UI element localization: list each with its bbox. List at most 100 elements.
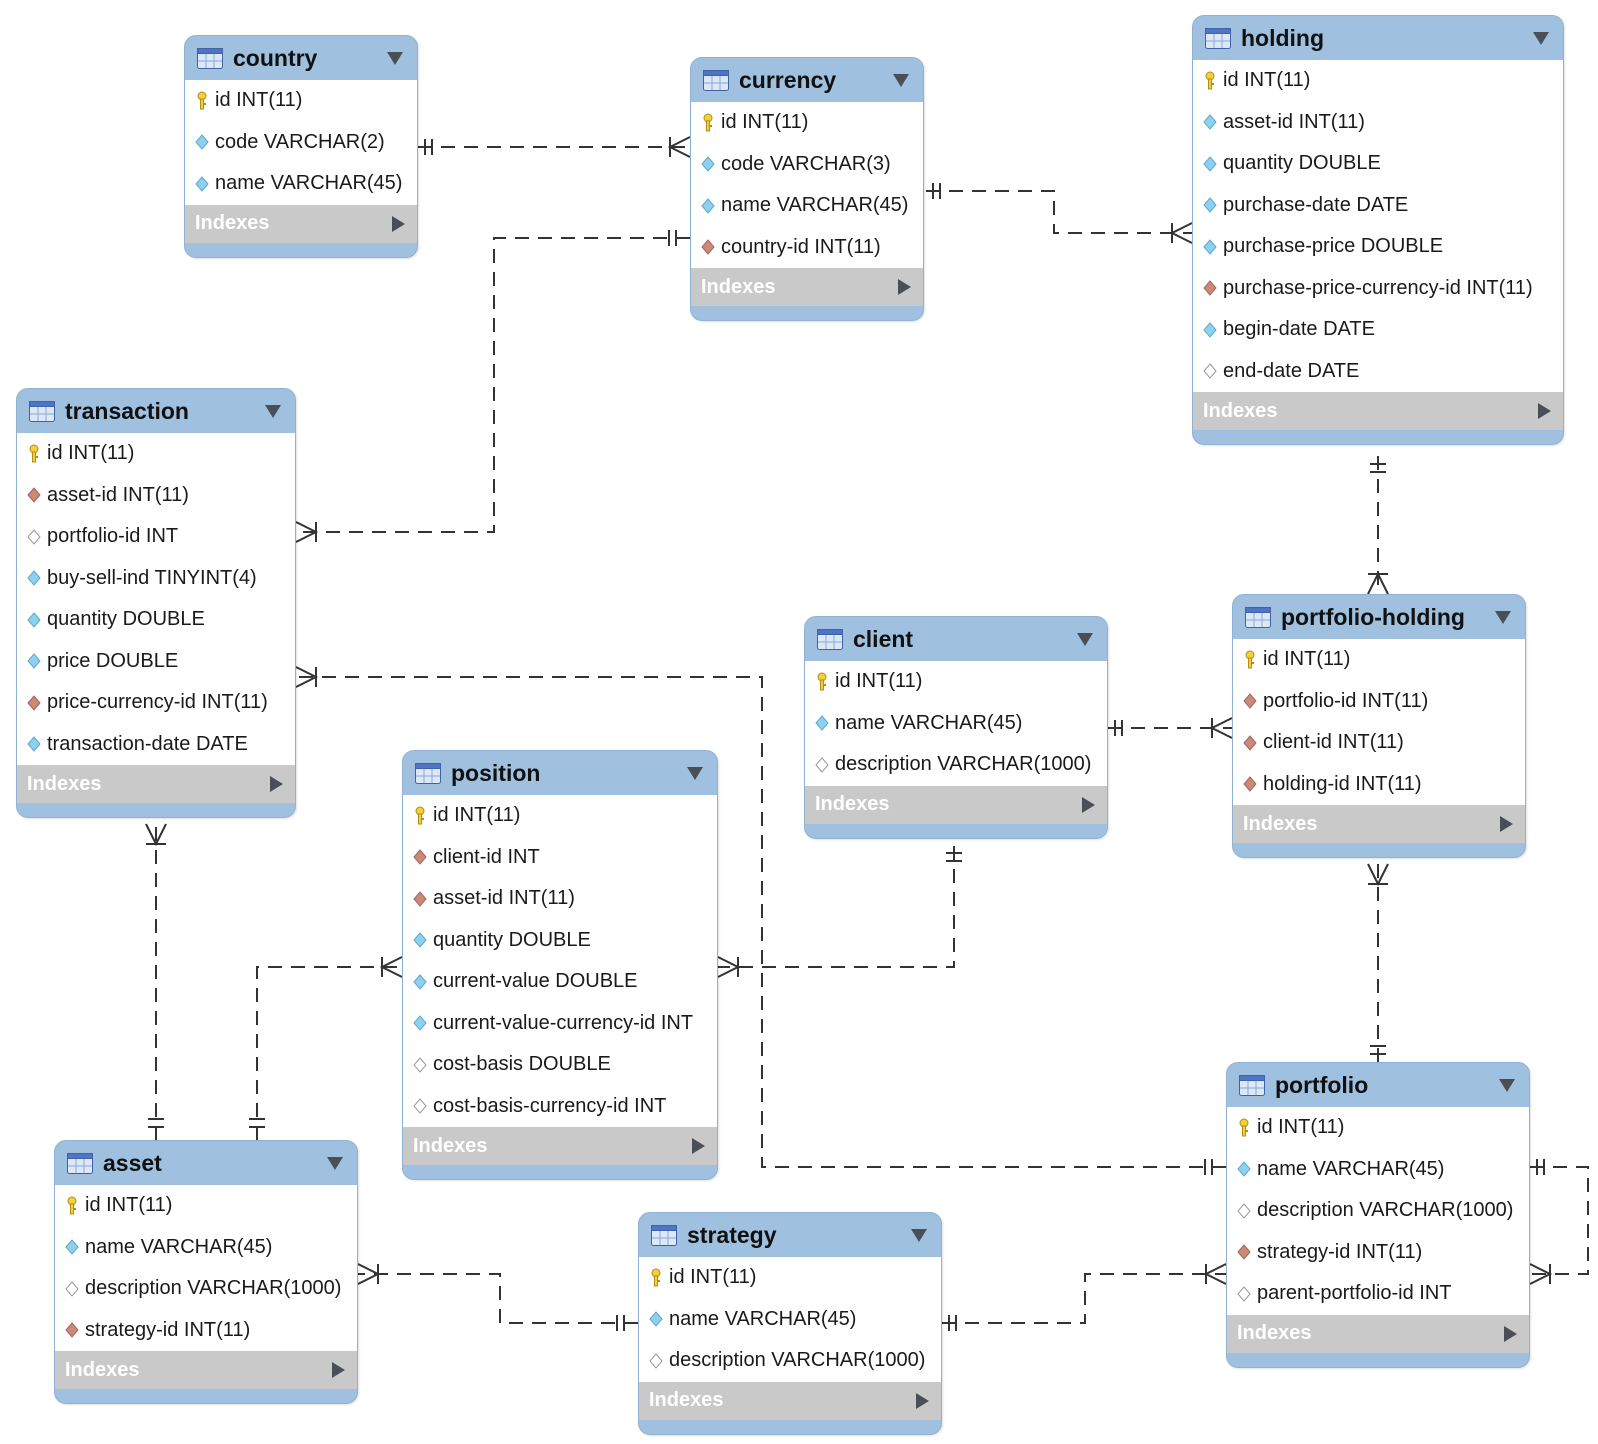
entity-header[interactable]: position (403, 751, 717, 795)
entity-header[interactable]: client (805, 617, 1107, 661)
column-row[interactable]: description VARCHAR(1000) (55, 1268, 357, 1310)
indexes-bar[interactable]: Indexes (639, 1381, 941, 1420)
column-row[interactable]: name VARCHAR(45) (1227, 1149, 1529, 1191)
expand-arrow-icon[interactable] (332, 1362, 345, 1378)
column-row[interactable]: portfolio-id INT(11) (1233, 681, 1525, 723)
entity-header[interactable]: portfolio-holding (1233, 595, 1525, 639)
expand-arrow-icon[interactable] (692, 1138, 705, 1154)
column-row[interactable]: current-value DOUBLE (403, 961, 717, 1003)
column-row[interactable]: country-id INT(11) (691, 227, 923, 269)
entity-header[interactable]: portfolio (1227, 1063, 1529, 1107)
column-row[interactable]: asset-id INT(11) (1193, 102, 1563, 144)
column-row[interactable]: current-value-currency-id INT (403, 1003, 717, 1045)
column-row[interactable]: id INT(11) (55, 1185, 357, 1227)
indexes-bar[interactable]: Indexes (185, 204, 417, 243)
column-row[interactable]: id INT(11) (1233, 639, 1525, 681)
column-row[interactable]: cost-basis DOUBLE (403, 1044, 717, 1086)
column-row[interactable]: begin-date DATE (1193, 309, 1563, 351)
indexes-bar[interactable]: Indexes (1193, 392, 1563, 430)
column-row[interactable]: description VARCHAR(1000) (805, 744, 1107, 786)
column-row[interactable]: id INT(11) (691, 102, 923, 144)
expand-arrow-icon[interactable] (1538, 403, 1551, 419)
column-row[interactable]: buy-sell-ind TINYINT(4) (17, 558, 295, 600)
column-row[interactable]: code VARCHAR(2) (185, 122, 417, 164)
collapse-arrow-icon[interactable] (687, 766, 703, 780)
column-row[interactable]: id INT(11) (639, 1257, 941, 1299)
collapse-arrow-icon[interactable] (1499, 1078, 1515, 1092)
column-row[interactable]: name VARCHAR(45) (691, 185, 923, 227)
column-row[interactable]: name VARCHAR(45) (639, 1299, 941, 1341)
column-row[interactable]: cost-basis-currency-id INT (403, 1086, 717, 1128)
column-row[interactable]: purchase-price DOUBLE (1193, 226, 1563, 268)
column-row[interactable]: strategy-id INT(11) (55, 1310, 357, 1352)
entity-header[interactable]: strategy (639, 1213, 941, 1257)
indexes-bar[interactable]: Indexes (17, 765, 295, 803)
expand-arrow-icon[interactable] (898, 279, 911, 295)
expand-arrow-icon[interactable] (1500, 816, 1513, 832)
column-row[interactable]: id INT(11) (1193, 60, 1563, 102)
column-row[interactable]: end-date DATE (1193, 351, 1563, 393)
column-row[interactable]: quantity DOUBLE (403, 920, 717, 962)
indexes-bar[interactable]: Indexes (55, 1351, 357, 1389)
expand-arrow-icon[interactable] (1082, 796, 1095, 813)
indexes-bar[interactable]: Indexes (805, 785, 1107, 824)
column-row[interactable]: transaction-date DATE (17, 724, 295, 766)
column-row[interactable]: id INT(11) (403, 795, 717, 837)
column-row[interactable]: description VARCHAR(1000) (1227, 1190, 1529, 1232)
entity-header[interactable]: transaction (17, 389, 295, 433)
column-row[interactable]: asset-id INT(11) (403, 878, 717, 920)
column-row[interactable]: description VARCHAR(1000) (639, 1340, 941, 1382)
column-row[interactable]: id INT(11) (1227, 1107, 1529, 1149)
column-row[interactable]: strategy-id INT(11) (1227, 1232, 1529, 1274)
column-row[interactable]: purchase-price-currency-id INT(11) (1193, 268, 1563, 310)
column-row[interactable]: price DOUBLE (17, 641, 295, 683)
entity-header[interactable]: holding (1193, 16, 1563, 60)
column-row[interactable]: parent-portfolio-id INT (1227, 1273, 1529, 1315)
entity-header[interactable]: asset (55, 1141, 357, 1185)
column-row[interactable]: name VARCHAR(45) (805, 703, 1107, 745)
column-row[interactable]: name VARCHAR(45) (55, 1227, 357, 1269)
collapse-arrow-icon[interactable] (1077, 632, 1093, 646)
expand-arrow-icon[interactable] (916, 1392, 929, 1409)
column-row[interactable]: client-id INT(11) (1233, 722, 1525, 764)
expand-arrow-icon[interactable] (270, 776, 283, 792)
entity-header[interactable]: country (185, 36, 417, 80)
expand-arrow-icon[interactable] (1504, 1325, 1517, 1342)
indexes-bar[interactable]: Indexes (403, 1127, 717, 1165)
expand-arrow-icon[interactable] (392, 215, 405, 232)
column-row[interactable]: id INT(11) (17, 433, 295, 475)
collapse-arrow-icon[interactable] (387, 51, 403, 65)
column-row[interactable]: price-currency-id INT(11) (17, 682, 295, 724)
column-row[interactable]: client-id INT (403, 837, 717, 879)
collapse-arrow-icon[interactable] (911, 1228, 927, 1242)
column-row[interactable]: quantity DOUBLE (17, 599, 295, 641)
column-row[interactable]: id INT(11) (805, 661, 1107, 703)
column-row[interactable]: portfolio-id INT (17, 516, 295, 558)
column-row[interactable]: holding-id INT(11) (1233, 764, 1525, 806)
collapse-arrow-icon[interactable] (893, 73, 909, 87)
indexes-bar[interactable]: Indexes (1227, 1314, 1529, 1353)
entity-header[interactable]: currency (691, 58, 923, 102)
column-row[interactable]: id INT(11) (185, 80, 417, 122)
collapse-arrow-icon[interactable] (327, 1156, 343, 1170)
indexes-bar[interactable]: Indexes (1233, 805, 1525, 843)
indexes-bar[interactable]: Indexes (691, 268, 923, 306)
column-row[interactable]: purchase-date DATE (1193, 185, 1563, 227)
collapse-arrow-icon[interactable] (1533, 31, 1549, 45)
collapse-arrow-icon[interactable] (265, 404, 281, 418)
column-row[interactable]: code VARCHAR(3) (691, 144, 923, 186)
column-row[interactable]: name VARCHAR(45) (185, 163, 417, 205)
column-row[interactable]: quantity DOUBLE (1193, 143, 1563, 185)
collapse-arrow-icon[interactable] (1495, 610, 1511, 624)
column-row[interactable]: asset-id INT(11) (17, 475, 295, 517)
